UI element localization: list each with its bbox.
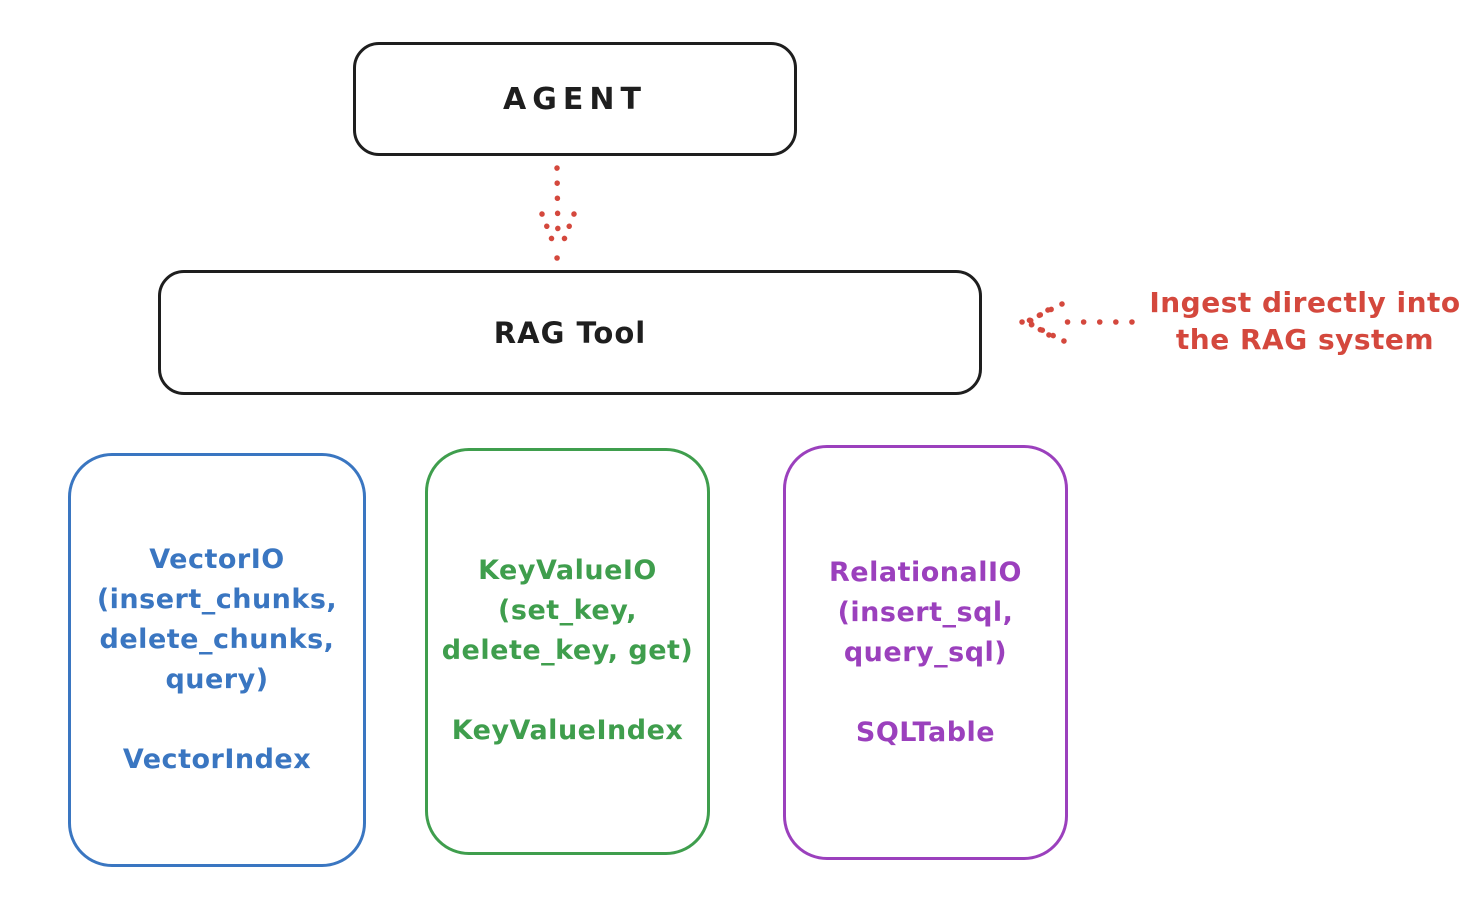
sql-table-label: SQLTable [855, 717, 996, 748]
node-vector-io: VectorIO (insert_chunks, delete_chunks, … [68, 453, 366, 867]
relational-io-title-line: query_sql) [843, 637, 1008, 668]
key-value-io-title-line: (set_key, [498, 595, 637, 626]
annotation-line-2: the RAG system [1175, 323, 1435, 356]
agent-to-rag-tool-arrow [539, 165, 577, 261]
key-value-io-title-line: KeyValueIO [478, 555, 657, 586]
annotation-ingest: Ingest directly into the RAG system [1140, 284, 1470, 358]
annotation-line-1: Ingest directly into [1149, 286, 1461, 319]
vector-io-title-line: delete_chunks, [99, 624, 335, 655]
node-relational-io: RelationalIO (insert_sql, query_sql) SQL… [783, 445, 1068, 860]
vector-io-title-line: query) [165, 664, 269, 695]
rag-tool-label: RAG Tool [493, 315, 647, 350]
agent-label: AGENT [503, 81, 647, 117]
key-value-io-title-line: delete_key, get) [441, 635, 694, 666]
key-value-index-label: KeyValueIndex [451, 715, 684, 746]
node-key-value-io: KeyValueIO (set_key, delete_key, get) Ke… [425, 448, 710, 855]
node-rag-tool: RAG Tool [158, 270, 982, 395]
node-agent: AGENT [353, 42, 797, 156]
vector-io-title-line: (insert_chunks, [96, 584, 338, 615]
vector-io-title-line: VectorIO [149, 544, 285, 575]
relational-io-title-line: (insert_sql, [837, 597, 1014, 628]
relational-io-title-line: RelationalIO [829, 557, 1022, 588]
annotation-to-rag-tool-arrow [1019, 301, 1135, 344]
vector-index-label: VectorIndex [122, 744, 312, 775]
